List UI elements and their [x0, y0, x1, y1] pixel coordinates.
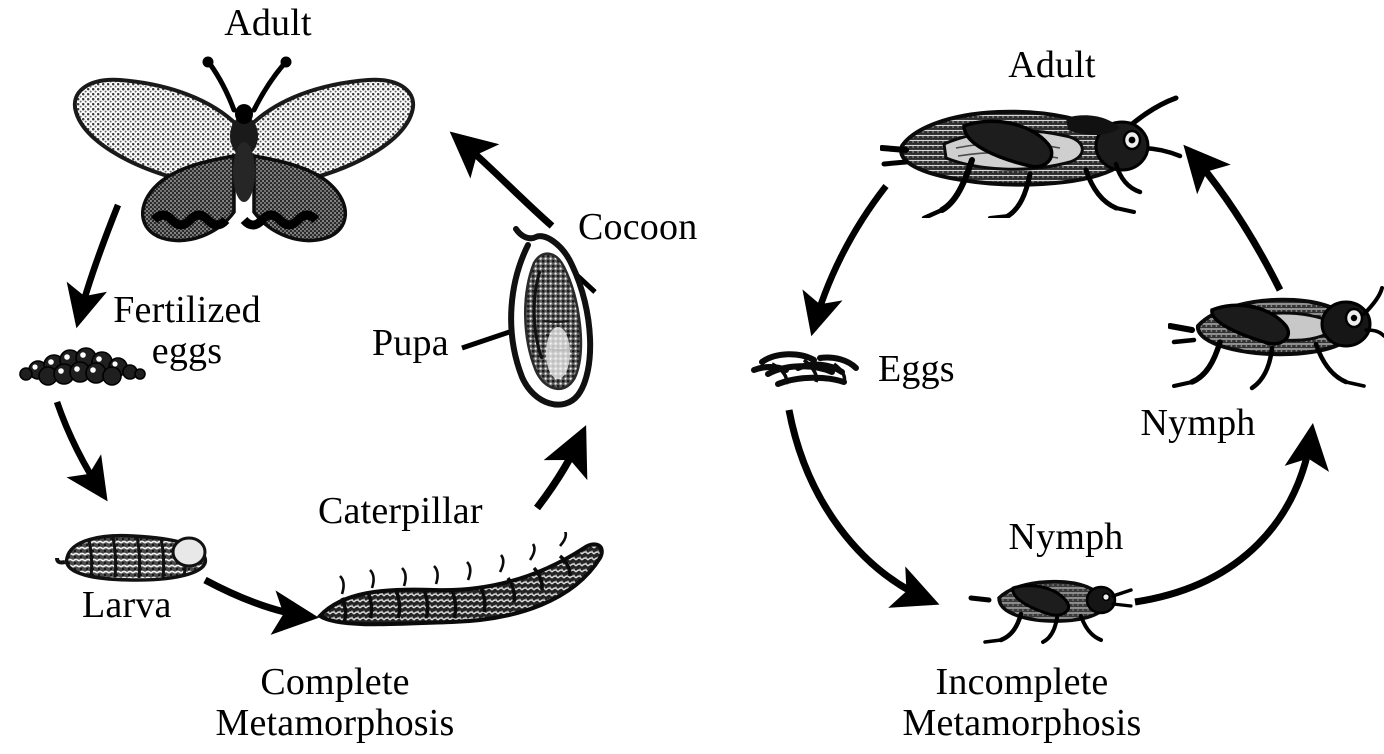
right-arrow-adult-to-eggs	[802, 183, 889, 337]
caterpillar-label: Caterpillar	[318, 490, 483, 532]
pupa-label: Pupa	[372, 322, 449, 364]
fertilized-eggs-label-line2: eggs	[151, 329, 223, 372]
right-caption-line2: Metamorphosis	[902, 701, 1142, 744]
right-cycle-caption: Incomplete Metamorphosis	[792, 662, 1252, 743]
cocoon-pupa-illustration	[492, 225, 617, 415]
grasshopper-adult-illustration	[880, 78, 1200, 218]
right-adult-label: Adult	[1008, 44, 1096, 86]
left-adult-label: Adult	[224, 2, 312, 44]
right-arrow-nymph-to-adult	[1183, 144, 1284, 292]
larva-label: Larva	[82, 584, 172, 626]
larva-illustration	[55, 522, 220, 592]
fertilized-eggs-label: Fertilized eggs	[92, 290, 282, 371]
fertilized-eggs-illustration	[18, 338, 158, 388]
nymph-early-label: Nymph	[1008, 516, 1124, 558]
nymph-late-label: Nymph	[1140, 402, 1256, 444]
left-arrow-eggs-to-larva	[53, 400, 108, 502]
grasshopper-nymph-small-illustration	[965, 566, 1135, 646]
left-arrow-larva-to-caterpillar	[203, 576, 319, 635]
left-arrow-cocoon-to-adult	[449, 131, 555, 229]
butterfly-adult-illustration	[62, 48, 422, 253]
eggs-pod-illustration	[748, 344, 868, 394]
left-cycle-caption: Complete Metamorphosis	[105, 662, 565, 743]
left-arrow-caterpillar-to-cocoon	[534, 425, 588, 511]
fertilized-eggs-label-line1: Fertilized	[113, 289, 261, 331]
caterpillar-illustration	[312, 532, 612, 632]
grasshopper-nymph-large-illustration	[1168, 282, 1384, 402]
cocoon-label: Cocoon	[578, 206, 698, 248]
left-caption-line2: Metamorphosis	[215, 701, 455, 744]
right-arrow-eggs-to-nymph	[785, 409, 940, 608]
right-caption-line1: Incomplete	[935, 661, 1109, 703]
left-caption-line1: Complete	[260, 661, 410, 703]
right-eggs-label: Eggs	[878, 348, 955, 390]
right-arrow-nymph-to-nymph	[1134, 423, 1329, 606]
